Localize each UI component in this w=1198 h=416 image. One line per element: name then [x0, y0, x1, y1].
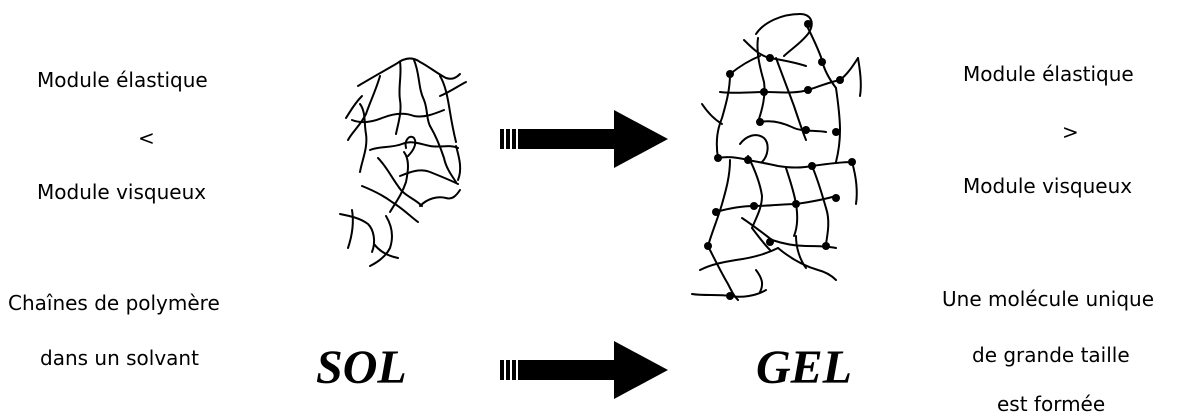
gel-crosslink-nodes — [704, 20, 856, 300]
left-elastic-modulus: Module élastique — [37, 68, 208, 92]
sol-label: SOL — [316, 341, 407, 394]
left-comparator: < — [138, 126, 155, 150]
right-description-line2: de grande taille — [972, 343, 1130, 367]
left-description-line2: dans un solvant — [40, 346, 199, 370]
sol-polymer-network — [339, 57, 467, 267]
arrow-bottom — [500, 341, 668, 399]
right-description-line3: est formée — [997, 392, 1106, 416]
gel-label: GEL — [756, 341, 852, 394]
right-elastic-modulus: Module élastique — [963, 62, 1134, 86]
right-viscous-modulus: Module visqueux — [963, 174, 1133, 198]
left-viscous-modulus: Module visqueux — [37, 180, 207, 204]
right-comparator: > — [1062, 120, 1079, 144]
right-description-line1: Une molécule unique — [942, 287, 1155, 311]
left-description-line1: Chaînes de polymère — [8, 291, 220, 315]
arrow-top — [500, 110, 668, 168]
